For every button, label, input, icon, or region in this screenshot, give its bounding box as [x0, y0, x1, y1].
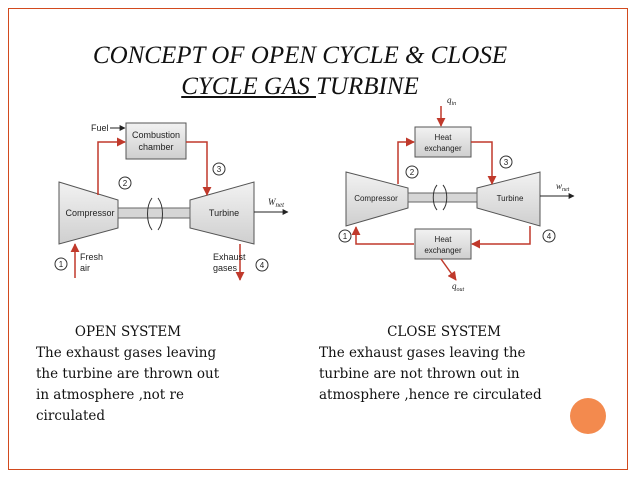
- open-caption-line: in atmosphere ,not re: [36, 387, 184, 403]
- title-line-2-rest: TURBINE: [315, 73, 419, 100]
- state-3-marker: [212, 162, 226, 176]
- title-line-2: CYCLE GAS TURBINE: [20, 71, 580, 102]
- close-state-2-marker: [405, 165, 419, 179]
- close-caption-line: The exhaust gases leaving the: [319, 345, 526, 361]
- wnet-label: Wnet: [268, 197, 285, 209]
- exhaust-label-1: Exhaust: [213, 252, 246, 262]
- turbine-shape: [189, 181, 255, 245]
- combustion-chamber-box: [125, 122, 187, 160]
- fuel-label: Fuel: [91, 123, 109, 133]
- close-turbine-label: Turbine: [497, 194, 524, 203]
- close-state-1-label: 1: [343, 232, 348, 241]
- close-compressor-label: Compressor: [354, 194, 398, 203]
- hx-top-label-2: exchanger: [424, 144, 462, 153]
- hx-bottom-label-2: exchanger: [424, 246, 462, 255]
- close-flow-4-line: [471, 226, 531, 249]
- close-cycle-diagram: qin Heat exchanger Compressor Turbine wn…: [338, 95, 575, 293]
- close-state-2-label: 2: [410, 168, 415, 177]
- close-flow-2-line: [397, 137, 415, 184]
- close-wnet-label: wnet: [556, 181, 570, 193]
- state-4-label: 4: [260, 261, 265, 270]
- close-system-heading: CLOSE SYSTEM: [387, 324, 501, 340]
- hx-top-label-1: Heat: [435, 133, 453, 142]
- compressor-label: Compressor: [65, 208, 114, 218]
- close-compressor-shape: [345, 171, 409, 227]
- state-2-marker: [118, 176, 132, 190]
- close-flow-1-line: [351, 226, 414, 245]
- open-caption-line: circulated: [36, 408, 106, 424]
- rotation-mark-2: [157, 197, 163, 231]
- close-state-4-marker: [542, 229, 556, 243]
- state-4-marker: [255, 258, 269, 272]
- open-caption-line: The exhaust gases leaving: [36, 345, 217, 361]
- open-caption-line: the turbine are thrown out: [36, 366, 220, 382]
- state-3-label: 3: [217, 165, 222, 174]
- close-state-1-marker: [338, 229, 352, 243]
- slide-title: CONCEPT OF OPEN CYCLE & CLOSE CYCLE GAS …: [20, 40, 580, 102]
- close-system-caption: CLOSE SYSTEM The exhaust gases leaving t…: [319, 322, 569, 406]
- slide-frame: [8, 8, 628, 470]
- close-state-4-label: 4: [547, 232, 552, 241]
- state-1-marker: [54, 257, 68, 271]
- close-state-3-marker: [499, 155, 513, 169]
- qin-label: qin: [447, 95, 456, 107]
- open-system-caption: OPEN SYSTEM The exhaust gases leaving th…: [36, 322, 256, 427]
- rotation-mark: [147, 197, 153, 231]
- combustion-label-1: Combustion: [132, 130, 180, 140]
- close-caption-line: atmosphere ,hence re circulated: [319, 387, 542, 403]
- title-line-1: CONCEPT OF OPEN CYCLE & CLOSE: [92, 42, 508, 69]
- close-flow-3-line: [471, 141, 497, 185]
- flow-3-line: [186, 141, 212, 196]
- close-state-3-label: 3: [504, 158, 509, 167]
- hx-bottom-label-1: Heat: [435, 235, 453, 244]
- close-caption-line: turbine are not thrown out in: [319, 366, 520, 382]
- close-shaft: [407, 192, 478, 203]
- flow-2-line: [97, 137, 126, 195]
- qout-label: qout: [452, 281, 465, 293]
- title-line-2-underlined: CYCLE GAS: [181, 73, 316, 100]
- state-1-label: 1: [59, 260, 64, 269]
- fresh-air-label-1: Fresh: [80, 252, 103, 262]
- close-rotation-mark: [432, 184, 438, 211]
- decorative-orange-circle: [570, 398, 606, 434]
- open-system-heading: OPEN SYSTEM: [74, 324, 182, 340]
- close-rotation-mark-2: [442, 184, 448, 211]
- turbine-label: Turbine: [209, 208, 239, 218]
- exhaust-label-2: gases: [213, 263, 238, 273]
- qout-arrow: [440, 258, 457, 281]
- heat-exchanger-bottom-box: [414, 228, 472, 260]
- combustion-label-2: chamber: [138, 142, 173, 152]
- shaft: [117, 207, 191, 219]
- open-cycle-diagram: Combustion chamber Fuel Compressor Turbi…: [54, 122, 289, 281]
- state-2-label: 2: [123, 179, 128, 188]
- heat-exchanger-top-box: [414, 126, 472, 158]
- fresh-air-label-2: air: [80, 263, 90, 273]
